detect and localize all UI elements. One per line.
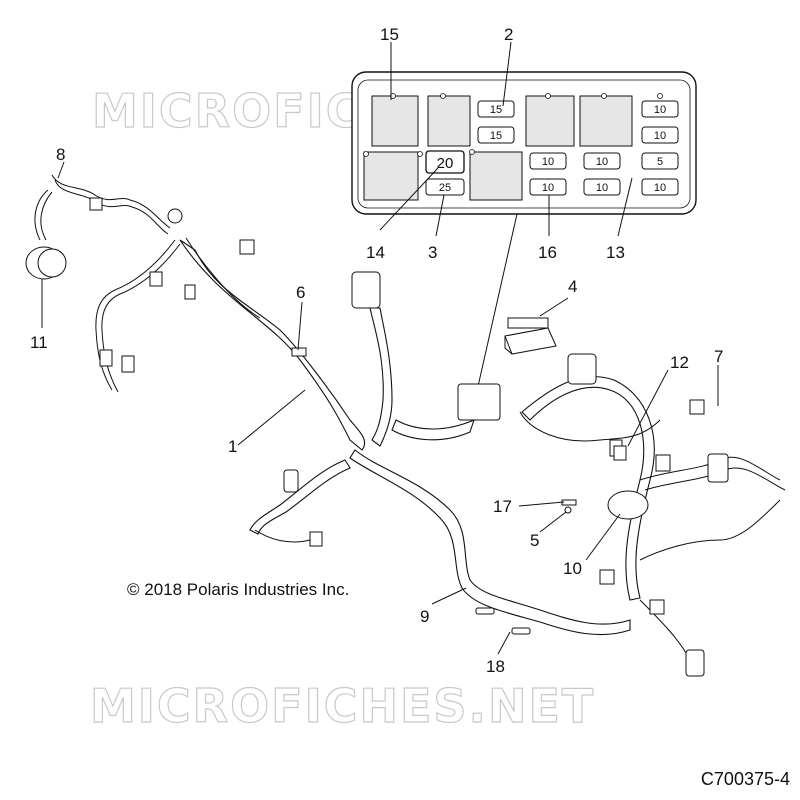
fuse-2a	[477, 100, 515, 118]
part-5	[564, 506, 572, 514]
callout-11: 11	[30, 333, 48, 352]
fuse-16d	[583, 178, 621, 196]
leader-5	[539, 511, 567, 533]
fuse-13c	[641, 152, 679, 170]
callout-8: 8	[56, 145, 65, 164]
fuse-13b-rating: 10	[654, 130, 666, 142]
callout-6: 6	[296, 283, 305, 302]
connector-right-bottom	[685, 649, 705, 677]
leader-14	[379, 167, 439, 231]
harness-right-trunk	[521, 376, 655, 601]
fuse-13c-rating: 5	[657, 156, 663, 168]
fuse-3-rating: 25	[439, 182, 451, 194]
fuse-box: 15 15 20 25 10 10 10 10 10 10 5 10	[351, 71, 697, 215]
leader-6	[297, 301, 303, 351]
callout-12: 12	[670, 353, 689, 372]
leader-10	[585, 513, 621, 561]
fuse-16b-rating: 10	[542, 182, 554, 194]
callout-2: 2	[504, 25, 513, 44]
relay-left-2	[427, 95, 471, 147]
callout-10: 10	[563, 559, 582, 578]
leader-4	[539, 297, 569, 317]
harness-trunk-1	[179, 239, 366, 451]
part-17	[561, 499, 577, 506]
callout-1: 1	[228, 437, 237, 456]
leader-12	[627, 369, 669, 447]
watermark-bottom: MICROFICHES.NET	[90, 679, 595, 733]
clip-6	[291, 347, 307, 357]
fuse-2a-rating: 15	[490, 104, 502, 116]
callout-9: 9	[420, 607, 429, 626]
connector-lower-left	[283, 469, 299, 493]
fuse-box-installed	[457, 383, 501, 421]
fuse-16a	[529, 152, 567, 170]
fuse-box-clips	[363, 93, 663, 157]
harness-upper-left-branch	[51, 174, 171, 229]
callout-18: 18	[486, 657, 505, 676]
fuse-box-inner	[357, 79, 691, 209]
fuse-13a-rating: 10	[654, 104, 666, 116]
fuse-16b	[529, 178, 567, 196]
relay-center-lower	[469, 151, 523, 201]
harness-main	[25, 174, 631, 636]
callout-7: 7	[714, 347, 723, 366]
leader-8	[57, 161, 65, 179]
fuse-16c-rating: 10	[596, 156, 608, 168]
callout-16: 16	[538, 243, 557, 262]
leader-1	[237, 389, 306, 446]
connector-left-c	[149, 271, 163, 287]
round-connector	[167, 208, 183, 224]
callout-3: 3	[428, 243, 437, 262]
fuse-13d-rating: 10	[654, 182, 666, 194]
connector-left-a	[99, 349, 113, 367]
fuse-16c	[583, 152, 621, 170]
fuse-13d	[641, 178, 679, 196]
fuse-2b-rating: 15	[490, 130, 502, 142]
fuse-14	[425, 150, 465, 174]
fuse-13a	[641, 100, 679, 118]
connector-right-top	[567, 353, 597, 385]
callout-14: 14	[366, 243, 385, 262]
callout-4: 4	[568, 277, 577, 296]
relay-4	[504, 317, 557, 355]
callout-5: 5	[530, 531, 539, 550]
fuse-13b	[641, 126, 679, 144]
connector-right-7	[707, 453, 729, 483]
leader-2	[502, 41, 512, 107]
connector-left-b	[121, 355, 135, 373]
leader-3	[435, 194, 445, 237]
harness-right	[519, 353, 786, 677]
callout-15: 15	[380, 25, 399, 44]
leader-18	[497, 631, 511, 655]
relay-15	[371, 95, 419, 147]
fuse-16a-rating: 10	[542, 156, 554, 168]
harness-9	[349, 449, 631, 636]
callout-17: 17	[493, 497, 512, 516]
relay-left-lower	[363, 151, 419, 201]
fuse-16d-rating: 10	[596, 182, 608, 194]
leader-17	[518, 501, 565, 507]
leader-fusebox-to-harness	[473, 213, 518, 405]
fuse-2b	[477, 126, 515, 144]
connector-12	[613, 445, 627, 461]
grommet-10	[607, 490, 649, 520]
part-18	[475, 607, 531, 635]
relay-right-upper	[579, 95, 633, 147]
copyright-notice: © 2018 Polaris Industries Inc.	[127, 580, 350, 599]
figure-id: C700375-4	[700, 769, 790, 789]
fuse-3	[425, 178, 465, 196]
fuse-14-rating: 20	[437, 155, 454, 172]
connector-block-top	[351, 271, 381, 309]
leader-9	[431, 587, 467, 605]
callout-13: 13	[606, 243, 625, 262]
relay-mid-upper	[525, 95, 575, 147]
leader-13	[617, 177, 633, 237]
